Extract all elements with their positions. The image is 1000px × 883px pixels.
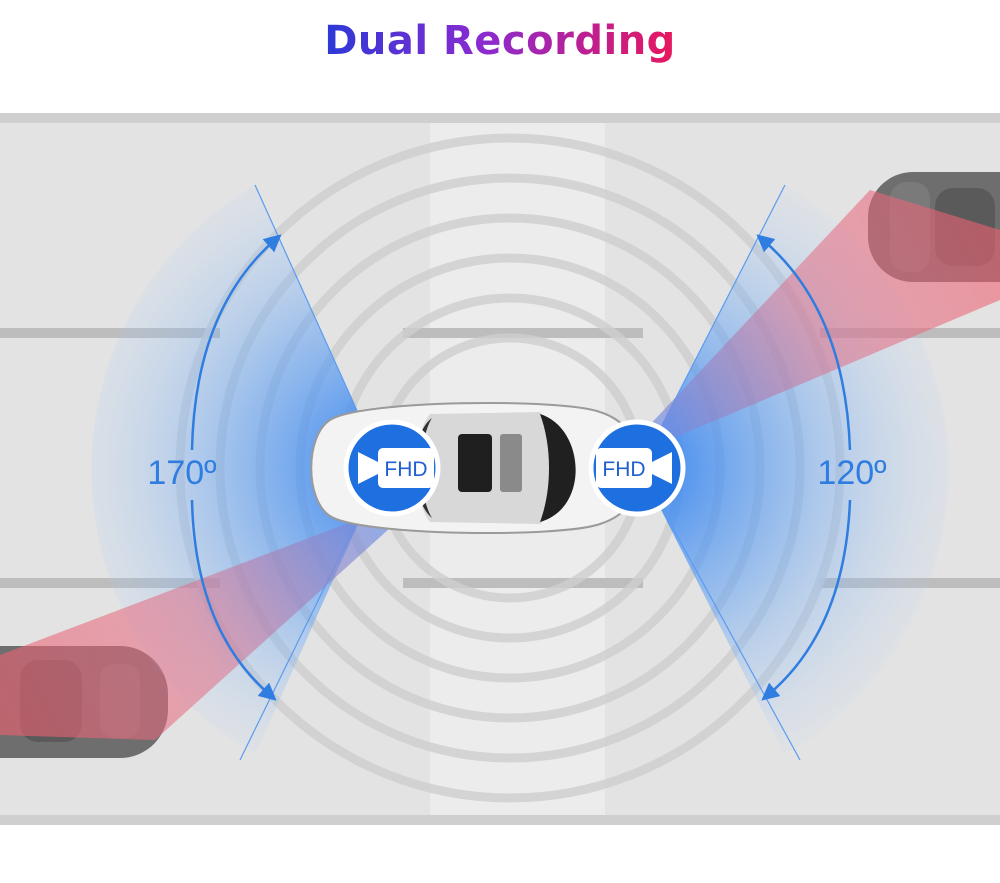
page-title: Dual Recording <box>324 18 676 64</box>
rear-camera-badge: FHD <box>588 419 686 517</box>
rear-camera-angle-label: 120º <box>817 454 886 492</box>
rear-camera-resolution-label: FHD <box>602 458 645 481</box>
camera-icon <box>596 448 672 488</box>
camera-icon <box>358 448 434 488</box>
rear-angle-arc <box>756 234 852 701</box>
front-camera-badge: FHD <box>343 419 441 517</box>
front-camera-resolution-label: FHD <box>384 458 427 481</box>
front-angle-arc <box>190 234 282 701</box>
front-camera-angle-label: 170º <box>147 454 216 492</box>
